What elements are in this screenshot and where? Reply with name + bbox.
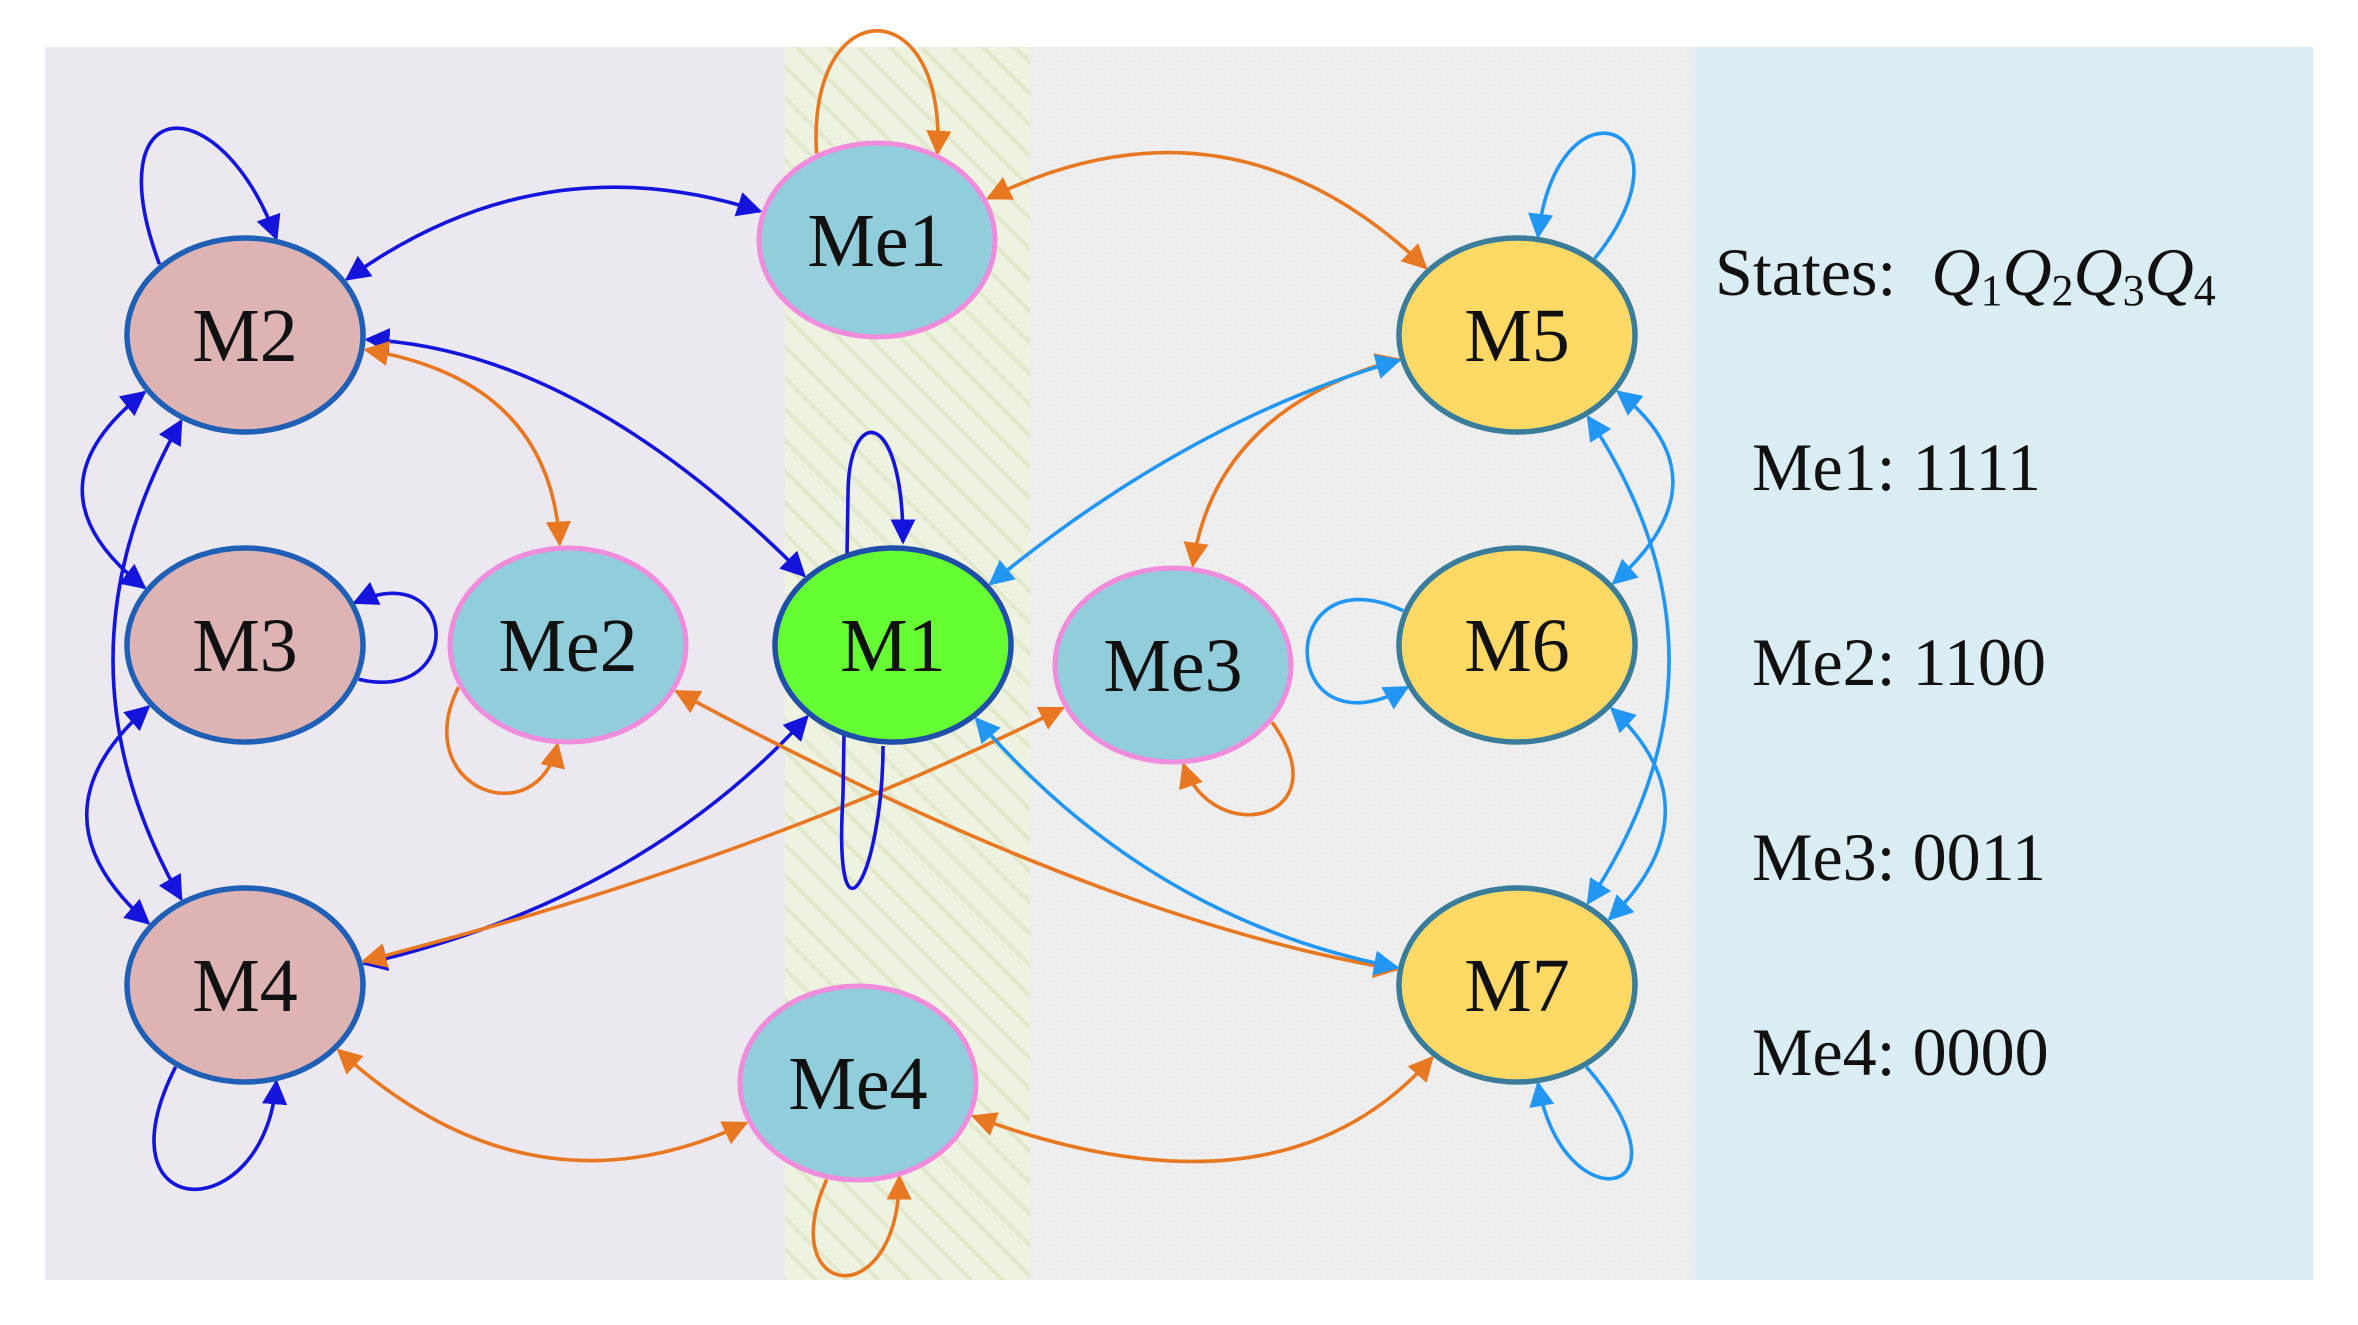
legend-row-name: Me3 [1752, 819, 1877, 895]
node-ellipse-me1 [756, 140, 998, 340]
node-m7: M7 [1396, 885, 1638, 1085]
node-ellipse-m3 [124, 545, 366, 745]
node-m2: M2 [124, 235, 366, 435]
edges-layer [80, 29, 1675, 1278]
legend-row-name: Me4 [1752, 1014, 1877, 1090]
self-loop-m3 [352, 581, 438, 684]
node-label-m7: M7 [1464, 944, 1570, 1028]
edge-m5-m7 [1586, 414, 1671, 906]
legend: States: Q1Q2Q3Q4 Me1: 1111 Me2: 1100 Me3… [1715, 234, 2216, 1090]
edge-me3-m4 [361, 706, 1065, 968]
legend-row-me2: Me2: 1100 [1752, 624, 2046, 700]
node-m3: M3 [124, 545, 366, 745]
edge-m4-me4 [336, 1048, 749, 1163]
legend-row-name: Me2 [1752, 624, 1877, 700]
node-me1: Me1 [756, 140, 998, 340]
legend-row-me1: Me1: 1111 [1752, 429, 2041, 505]
legend-row-sep: : [1877, 429, 1913, 505]
node-label-m2: M2 [192, 294, 298, 378]
legend-row-me3: Me3: 0011 [1752, 819, 2046, 895]
legend-state-var-3: Q [2074, 234, 2123, 310]
node-ellipse-m2 [124, 235, 366, 435]
node-m4: M4 [124, 885, 366, 1085]
legend-row-me4: Me4: 0000 [1752, 1014, 2049, 1090]
self-loop-me3 [1179, 721, 1295, 817]
legend-row-code: 1100 [1913, 624, 2046, 700]
node-ellipse-m7 [1396, 885, 1638, 1085]
self-loop-m5 [1528, 131, 1636, 260]
legend-state-sub-1: 1 [1980, 266, 2002, 315]
self-loop-m2 [139, 126, 281, 265]
node-ellipse-me4 [737, 983, 979, 1183]
node-ellipse-me2 [447, 545, 689, 745]
edge-m5-m6 [1611, 390, 1675, 585]
legend-row-sep: : [1877, 819, 1913, 895]
panel-legend [1695, 47, 2313, 1280]
legend-state-sub-2: 2 [2052, 266, 2074, 315]
legend-row-sep: : [1877, 1014, 1913, 1090]
edge-m5-m1 [988, 354, 1402, 586]
node-me2: Me2 [447, 545, 689, 745]
node-label-m3: M3 [192, 604, 298, 688]
node-ellipse-m4 [124, 885, 366, 1085]
node-label-m6: M6 [1464, 604, 1570, 688]
node-label-m5: M5 [1464, 294, 1570, 378]
legend-row-sep: : [1877, 624, 1913, 700]
self-loop-m4 [152, 1066, 288, 1192]
legend-state-var-1: Q [1931, 234, 1980, 310]
node-ellipse-m5 [1396, 235, 1638, 435]
node-label-m4: M4 [192, 944, 298, 1028]
self-loop-m1 [839, 430, 916, 891]
legend-states-line: States: Q1Q2Q3Q4 [1715, 234, 2216, 315]
node-me3: Me3 [1052, 565, 1294, 765]
self-loop-me1 [814, 29, 952, 156]
legend-state-var-2: Q [2002, 234, 2051, 310]
edge-m2-me1 [344, 185, 763, 281]
node-ellipse-me3 [1052, 565, 1294, 765]
self-loop-m7 [1529, 1065, 1634, 1181]
legend-states-label: States: [1715, 234, 1896, 310]
edge-m2-me2 [363, 340, 571, 547]
legend-row-name: Me1 [1752, 429, 1877, 505]
node-label-me4: Me4 [788, 1042, 927, 1126]
node-m1: M1 [772, 545, 1014, 745]
legend-row-code: 0011 [1913, 819, 2046, 895]
legend-row-code: 0000 [1913, 1014, 2049, 1090]
self-loop-me4 [811, 1174, 912, 1278]
edge-m6-m7 [1607, 706, 1667, 921]
legend-state-sub-4: 4 [2194, 266, 2216, 315]
edge-m2-m4 [111, 418, 183, 902]
node-label-me2: Me2 [498, 604, 637, 688]
node-ellipse-m1 [772, 545, 1014, 745]
node-label-me3: Me3 [1103, 624, 1242, 708]
node-me4: Me4 [737, 983, 979, 1183]
node-label-m1: M1 [840, 604, 946, 688]
legend-row-code: 1111 [1913, 429, 2041, 505]
edge-me4-m7 [970, 1055, 1434, 1164]
node-ellipse-m6 [1396, 545, 1638, 745]
legend-state-var-4: Q [2145, 234, 2194, 310]
edge-me1-m5 [985, 150, 1428, 270]
node-m5: M5 [1396, 235, 1638, 435]
self-loop-m6 [1305, 597, 1410, 710]
legend-state-sub-3: 3 [2123, 266, 2145, 315]
self-loop-me2 [445, 686, 565, 796]
edge-m2-m3 [80, 390, 147, 590]
node-label-me1: Me1 [807, 199, 946, 283]
node-m6: M6 [1396, 545, 1638, 745]
edge-m1-m7 [974, 716, 1400, 976]
